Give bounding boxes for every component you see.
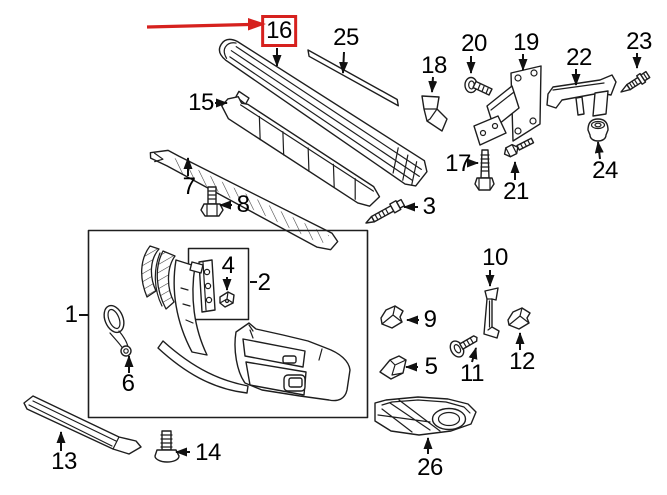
callout-5[interactable]: 5 bbox=[424, 353, 438, 380]
part-23-screw-drawing bbox=[620, 70, 651, 93]
callout-22[interactable]: 22 bbox=[566, 44, 592, 71]
highlight-annotation bbox=[146, 18, 266, 31]
leader-arrows bbox=[56, 48, 642, 457]
callout-7[interactable]: 7 bbox=[182, 173, 196, 200]
callout-24[interactable]: 24 bbox=[592, 157, 618, 184]
part-8-bolt-drawing bbox=[200, 186, 224, 217]
arrow-to-part-11 bbox=[468, 347, 478, 363]
part-19-mount-bracket-drawing bbox=[473, 65, 542, 146]
part-12-clip-drawing bbox=[507, 307, 531, 330]
part-21-bolt-drawing bbox=[503, 137, 535, 158]
callout-3[interactable]: 3 bbox=[422, 193, 436, 220]
assembly-group-box bbox=[87, 229, 369, 419]
callout-1[interactable]: 1 bbox=[64, 301, 78, 328]
callout-4[interactable]: 4 bbox=[221, 252, 235, 279]
part-18-bracket-drawing bbox=[421, 95, 448, 132]
part-13-spoiler-strip-drawing bbox=[23, 395, 142, 455]
callout-6[interactable]: 6 bbox=[121, 370, 135, 397]
part-20-bolt-drawing bbox=[464, 76, 493, 96]
arrow-to-part-18 bbox=[428, 76, 438, 93]
part-16-impact-bar-drawing bbox=[218, 38, 428, 187]
part-2-bracket-strip-drawing bbox=[198, 259, 216, 313]
callout-9[interactable]: 9 bbox=[423, 306, 437, 333]
callout-8[interactable]: 8 bbox=[236, 191, 250, 218]
callout-16[interactable]: 16 bbox=[261, 15, 297, 47]
callout-10[interactable]: 10 bbox=[482, 244, 508, 271]
part-1-bumper-cover-drawing bbox=[141, 245, 351, 402]
callout-21[interactable]: 21 bbox=[503, 178, 529, 205]
callout-2[interactable]: 2 bbox=[257, 269, 271, 296]
callout-12[interactable]: 12 bbox=[509, 348, 535, 375]
part-4-clip-drawing bbox=[219, 291, 235, 308]
part-17-stud-drawing bbox=[474, 149, 495, 191]
part-15-energy-absorber-drawing bbox=[221, 90, 381, 207]
part-7-lower-deflector-drawing bbox=[149, 149, 339, 251]
highlight-arrow-line bbox=[146, 22, 250, 29]
callout-18[interactable]: 18 bbox=[421, 52, 447, 79]
part-6-tow-hook-cover-drawing bbox=[103, 304, 132, 357]
part-9-clip-drawing bbox=[380, 305, 404, 329]
part-14-screw-drawing bbox=[154, 430, 180, 463]
callout-25[interactable]: 25 bbox=[333, 24, 359, 51]
part-5-clip-drawing bbox=[379, 355, 407, 380]
part-10-guide-bracket-drawing bbox=[483, 287, 500, 339]
part-22-bracket-drawing bbox=[546, 74, 617, 117]
callout-15[interactable]: 15 bbox=[188, 89, 214, 116]
callout-19[interactable]: 19 bbox=[513, 29, 539, 56]
part-11-rivet-drawing bbox=[449, 335, 478, 358]
arrow-to-part-24 bbox=[594, 141, 604, 160]
highlight-arrow-head bbox=[248, 18, 266, 31]
callout-20[interactable]: 20 bbox=[461, 30, 487, 57]
callout-26[interactable]: 26 bbox=[417, 454, 443, 481]
hardware-inset-box bbox=[187, 247, 250, 321]
callout-11[interactable]: 11 bbox=[460, 360, 484, 387]
arrow-to-part-25 bbox=[339, 51, 349, 74]
part-25-trim-strip-drawing bbox=[307, 49, 399, 107]
part-26-fog-lamp-grille-drawing bbox=[374, 396, 477, 436]
callout-17[interactable]: 17 bbox=[445, 150, 471, 177]
callout-13[interactable]: 13 bbox=[51, 448, 77, 475]
callout-14[interactable]: 14 bbox=[195, 439, 221, 466]
part-24-cap-nut-drawing bbox=[587, 118, 609, 142]
callout-23[interactable]: 23 bbox=[626, 28, 652, 55]
